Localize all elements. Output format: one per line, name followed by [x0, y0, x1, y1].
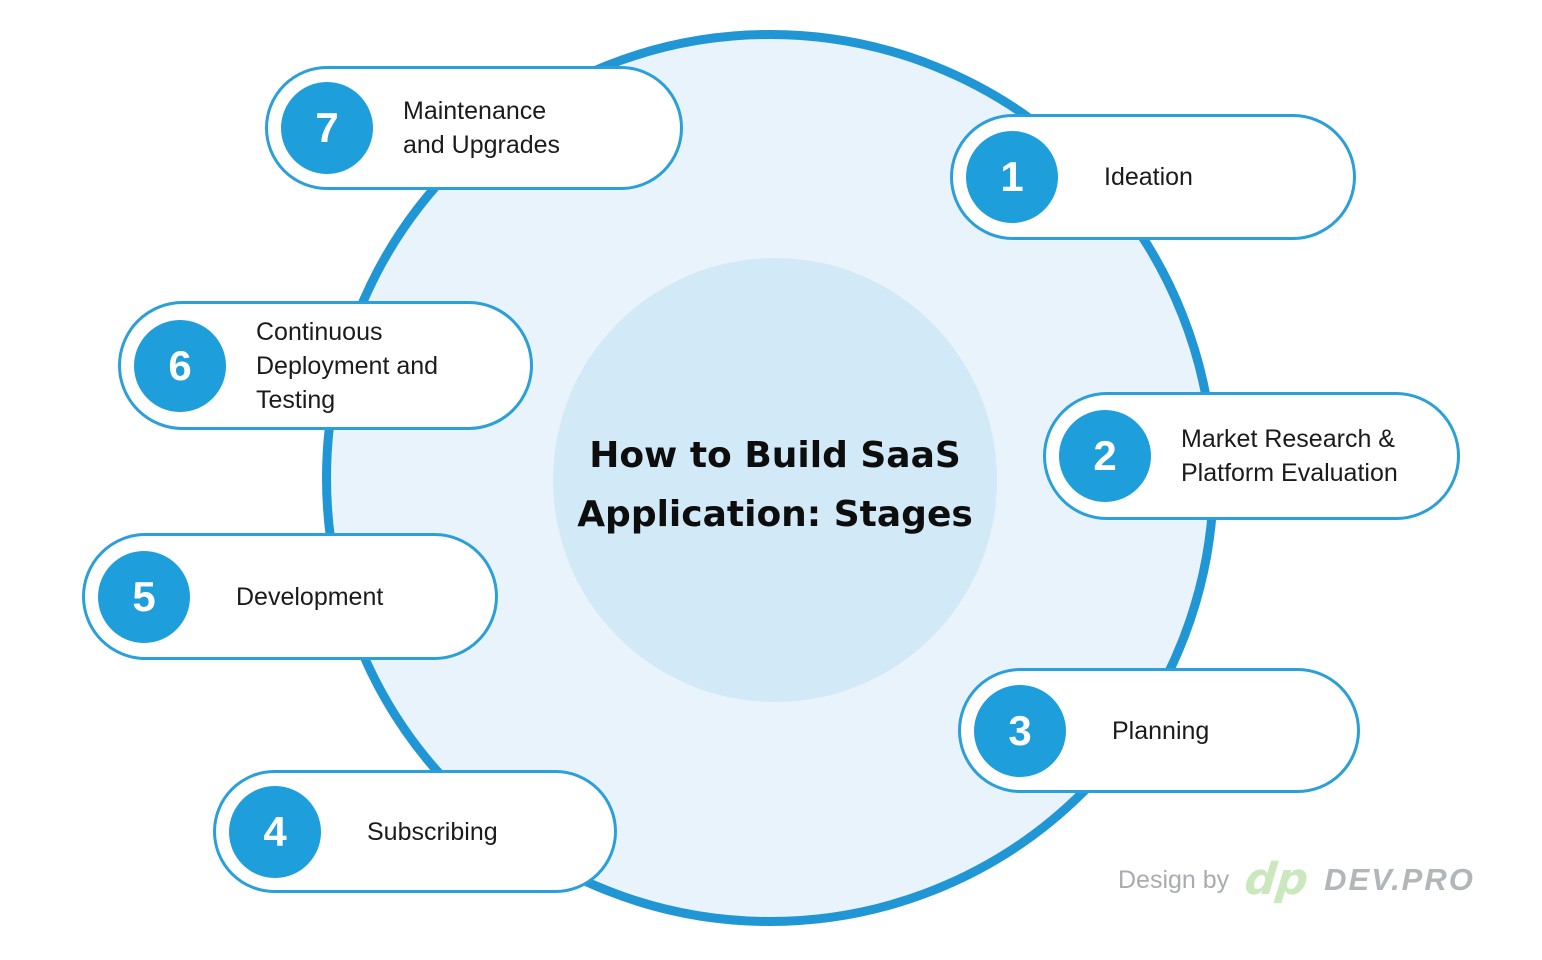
stage-number-badge: 1	[966, 131, 1058, 223]
stage-number-badge: 3	[974, 684, 1066, 777]
stage-number-badge: 7	[281, 82, 373, 174]
stage-pill-development: 5 Development	[82, 533, 498, 660]
stage-label: Development	[236, 582, 384, 611]
devpro-monogram-icon: dp	[1242, 854, 1311, 905]
design-by-label: Design by	[1118, 865, 1230, 894]
stage-pill-maintenance: 7 Maintenance and Upgrades	[265, 66, 683, 190]
stage-pill-ideation: 1 Ideation	[950, 114, 1356, 240]
diagram-title: How to Build SaaS Application: Stages	[520, 426, 1030, 544]
devpro-brand-text: DEV.PRO	[1324, 862, 1475, 897]
stage-pill-market-research: 2 Market Research & Platform Evaluation	[1043, 392, 1460, 520]
title-line-2: Application: Stages	[577, 494, 973, 535]
attribution: Design by dp DEV.PRO	[1118, 854, 1475, 905]
stage-label: Subscribing	[367, 817, 498, 846]
stage-pill-planning: 3 Planning	[958, 668, 1360, 793]
stage-pill-continuous-deployment: 6 Continuous Deployment and Testing	[118, 301, 533, 430]
stage-number-badge: 6	[134, 319, 226, 412]
stage-number-badge: 2	[1059, 410, 1151, 502]
stage-label: Market Research & Platform Evaluation	[1181, 425, 1398, 487]
stage-pill-subscribing: 4 Subscribing	[213, 770, 617, 893]
stage-number-badge: 4	[229, 785, 321, 878]
stage-label: Continuous Deployment and Testing	[256, 317, 439, 414]
title-line-1: How to Build SaaS	[589, 435, 961, 476]
stage-label: Planning	[1112, 716, 1210, 745]
stage-number-badge: 5	[98, 550, 190, 643]
stage-label: Ideation	[1104, 163, 1193, 191]
inner-highlight-circle	[553, 258, 997, 702]
stage-label: Maintenance and Upgrades	[403, 97, 561, 159]
